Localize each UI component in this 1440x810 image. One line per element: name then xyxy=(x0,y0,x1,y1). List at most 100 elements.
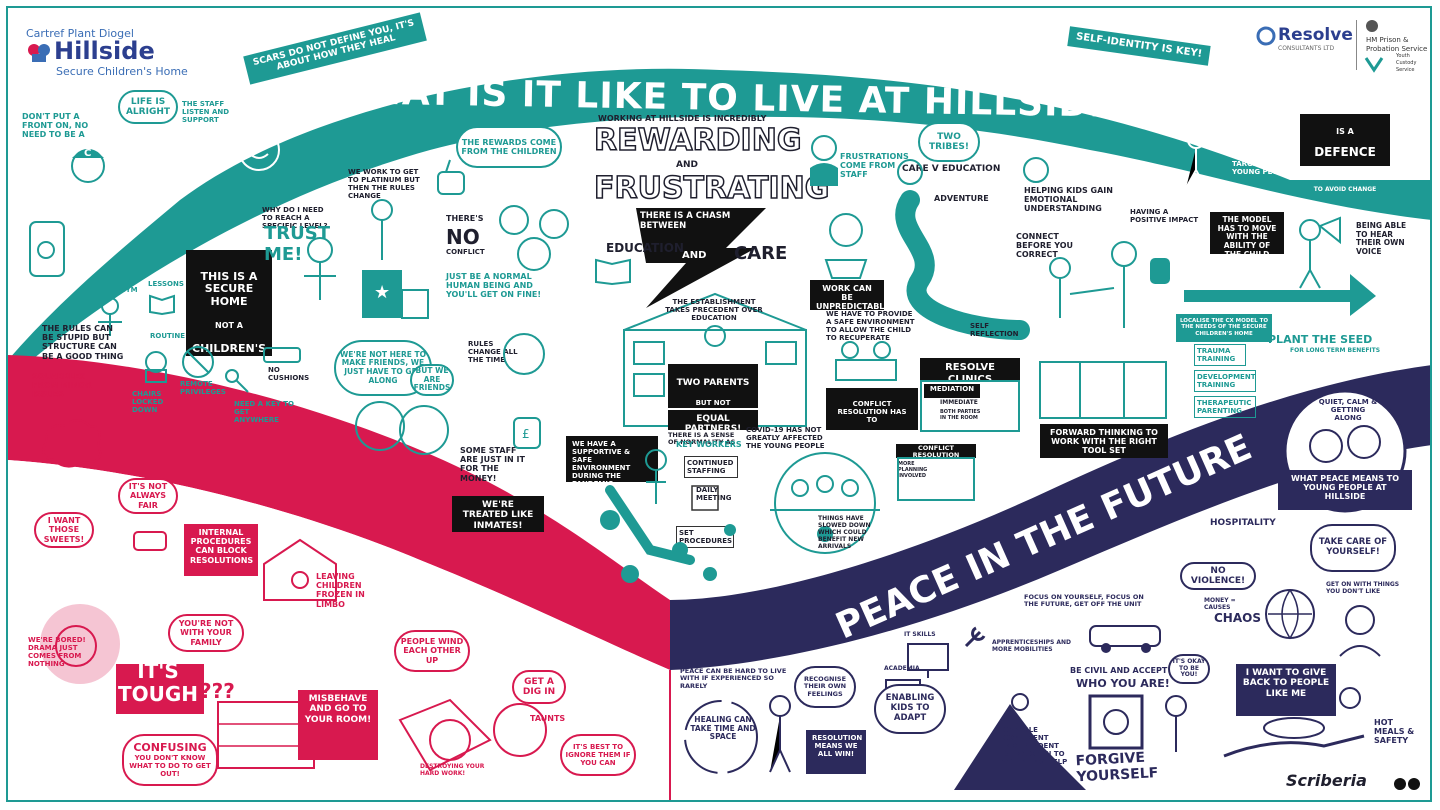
open-book-icon xyxy=(595,258,631,286)
teacher-people-icon xyxy=(810,135,838,186)
thumbs-up-icon xyxy=(437,159,465,195)
helping-kids-text: Helping kids gain emotional understandin… xyxy=(1024,186,1113,214)
normal-human-text: Just be a normal human being and you'll … xyxy=(446,272,542,300)
tangled-figures-icon xyxy=(398,698,492,772)
sweets-bag-icon xyxy=(133,531,167,551)
secure-home-box: This is a secure home not a children's h… xyxy=(186,250,272,368)
money-jar-icon: £ xyxy=(513,417,541,449)
forward-thinking-box: Forward thinking to work with the right … xyxy=(1040,424,1168,458)
mediation-panel xyxy=(920,380,1020,432)
remote-label: Remote privileges xyxy=(180,380,226,397)
trust-me-text: Trust me! xyxy=(264,223,330,265)
development-text: Development training xyxy=(1194,370,1256,393)
focus-text: Focus on yourself, focus on the future, … xyxy=(1024,593,1144,609)
recognise-bubble: Recognise their own feelings xyxy=(794,666,856,708)
weights-person-icon xyxy=(98,297,122,336)
give-back-box: I want to give back to people like me xyxy=(1236,664,1336,716)
three-faces-icon xyxy=(499,205,569,271)
staff-targeted-text: Staff can be targeted by young people xyxy=(1232,152,1293,177)
internal-box: Internal procedures can block resolution… xyxy=(184,524,258,576)
enabling-bubble: Enabling kids to adapt xyxy=(874,684,946,734)
dig-bubble: Get a dig in xyxy=(512,670,566,704)
globe-icon xyxy=(1265,589,1315,640)
lessons-label: Lessons xyxy=(148,280,184,288)
confusing-title: Confusing xyxy=(133,740,207,754)
equal-partners-box: equal partners! xyxy=(668,410,758,434)
tough-text: It's tough xyxy=(118,659,199,706)
ignore-bubble: It's best to ignore them if you can xyxy=(560,734,636,776)
limbo-text: Leaving children frozen in limbo xyxy=(316,572,365,609)
defence-line: Defence xyxy=(1314,144,1376,159)
resolution-box: Resolution means we all win! xyxy=(806,730,866,774)
rewards-bubble: The rewards come from the children xyxy=(456,126,562,168)
navy-band xyxy=(670,365,1432,670)
safe-env-text: We have to provide a safe environment to… xyxy=(826,310,915,343)
megaphone-kid-icon xyxy=(1299,216,1341,289)
resolve-clinics-box: Resolve clinics xyxy=(920,358,1020,385)
window-room-icon xyxy=(1039,361,1167,419)
question-marks: ??? xyxy=(200,679,235,703)
need-key-label: Need a key to get anywhere xyxy=(234,400,294,425)
hear-voice-text: Being able to hear their own voice xyxy=(1356,221,1407,256)
defence-box: is a Defence mechanism to avoid change xyxy=(1300,114,1390,193)
hillside-logo-icon xyxy=(28,44,50,62)
confusing-bubble: Confusing You don't know what to do to g… xyxy=(122,734,218,786)
svg-text:£: £ xyxy=(522,427,530,441)
two-parents-box: Two parents but not xyxy=(668,364,758,408)
trauma-text: Trauma training xyxy=(1194,344,1246,367)
work-unpredictable-box: Work can be unpredictable xyxy=(810,280,890,311)
no-violence-bubble: No violence! xyxy=(1180,562,1256,590)
frustrations-text: Frustrations come from staff xyxy=(840,152,909,180)
money-text: Money = causes xyxy=(1204,597,1236,611)
more-planning-text: More planning involved xyxy=(898,461,928,479)
mountain-climb-icon xyxy=(954,693,1086,790)
circle-people-icon xyxy=(770,452,880,554)
no-conflict-2: No xyxy=(446,225,480,249)
pink-band xyxy=(8,355,670,670)
not-family-bubble: You're not with your family xyxy=(168,614,244,652)
and2-text: and xyxy=(682,250,707,261)
bored-text: We're bored! Drama just comes from nothi… xyxy=(28,636,86,669)
capable-text: -Capable -Confident -Independent -Being … xyxy=(1000,726,1068,767)
education-text: Education xyxy=(606,241,684,255)
immediate-label: Immediate xyxy=(940,399,978,406)
sofa-icon xyxy=(263,347,301,363)
but-not-line: but not xyxy=(695,399,731,408)
long-term-text: for long term benefits xyxy=(1290,347,1381,354)
svg-text:C: C xyxy=(84,148,91,159)
confused-head-icon xyxy=(503,333,545,375)
stressed-person-icon xyxy=(824,213,868,279)
no-remote-icon xyxy=(182,346,214,378)
podium-figures-icon: ★ xyxy=(304,199,429,319)
gym-label: Gym xyxy=(120,286,138,294)
wrench-icon xyxy=(964,626,986,648)
it-skills-text: IT skills xyxy=(904,631,936,638)
smiling-face-icon xyxy=(238,129,280,171)
thinking-head-icon xyxy=(40,604,120,684)
thinking-person-icon xyxy=(769,695,791,773)
but-friends-bubble: But we are friends xyxy=(410,364,454,396)
adventure-text: Adventure xyxy=(934,194,989,203)
rewarding-text: Rewarding xyxy=(593,123,802,158)
keyworker-figure-icon xyxy=(645,449,667,504)
set-procedures-text: Set procedures xyxy=(676,526,734,549)
is-a-line: is a xyxy=(1336,127,1354,137)
model-move-box: The model has to move with the ability o… xyxy=(1210,212,1284,258)
mediation-label: Mediation xyxy=(924,384,980,398)
top-teal-arch xyxy=(8,68,1432,421)
planning-board-icon xyxy=(897,457,975,501)
routine-label: Routine xyxy=(150,332,186,340)
meeting-table-icon xyxy=(835,341,897,381)
secure-home-line-3: children's home xyxy=(192,342,266,368)
frozen-house-icon xyxy=(263,538,337,601)
lightning-chasm-icon xyxy=(636,208,766,308)
hot-meals-text: Hot meals & safety xyxy=(1374,718,1415,746)
not-complicate-line: not complicate xyxy=(837,451,907,460)
take-care-bubble: Take care of yourself! xyxy=(1310,524,1396,572)
artist-mark-icon xyxy=(1394,778,1420,790)
apprentice-text: Apprenticeships and more mobilities xyxy=(992,639,1072,653)
no-conflict-1: There's xyxy=(446,214,484,223)
supportive-box: We have a supportive & safe environment … xyxy=(566,436,658,488)
taunts-text: Taunts xyxy=(530,714,566,723)
org-welsh-name: Cartref Plant Diogel xyxy=(26,27,134,40)
